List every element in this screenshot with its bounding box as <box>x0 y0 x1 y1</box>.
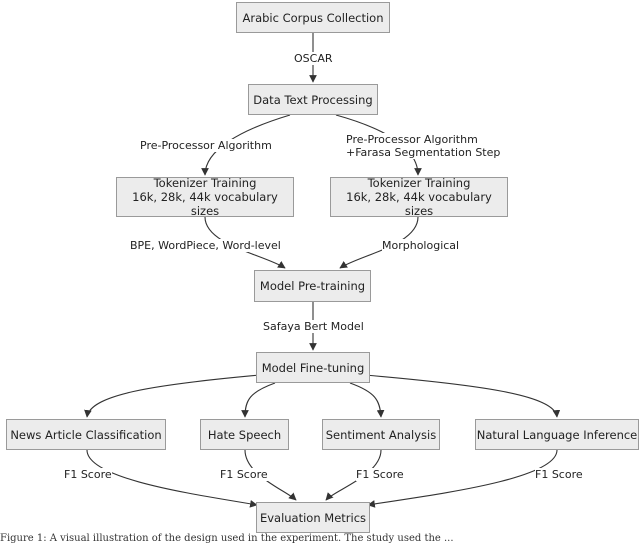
edge-finetune-news <box>84 374 261 418</box>
figure-caption: Figure 1: A visual illustration of the d… <box>0 533 454 544</box>
node-evaluation-metrics: Evaluation Metrics <box>256 502 370 533</box>
edge-label-morphological: Morphological <box>382 239 460 252</box>
edge-finetune-sentiment <box>349 382 385 418</box>
edge-nli-metrics <box>367 449 558 508</box>
node-model-pre-training: Model Pre-training <box>254 270 371 302</box>
edge-finetune-hate <box>241 382 276 418</box>
node-sentiment-analysis: Sentiment Analysis <box>322 419 440 450</box>
node-data-text-processing: Data Text Processing <box>248 84 378 115</box>
node-arabic-corpus-collection: Arabic Corpus Collection <box>236 2 390 33</box>
edge-label-preprocessor-left: Pre-Processor Algorithm <box>140 139 272 152</box>
edge-label-f1-news: F1 Score <box>64 468 112 481</box>
node-natural-language-inference: Natural Language Inference <box>475 419 639 450</box>
edge-label-oscar: OSCAR <box>294 52 333 65</box>
edge-label-bpe-wordpiece: BPE, WordPiece, Word-level <box>130 239 281 252</box>
edge-label-f1-nli: F1 Score <box>535 468 583 481</box>
edge-label-safaya-bert: Safaya Bert Model <box>263 320 364 333</box>
node-hate-speech: Hate Speech <box>200 419 289 450</box>
edge-news-metrics <box>86 449 258 508</box>
edge-label-preprocessor-farasa: Pre-Processor Algorithm +Farasa Segmenta… <box>346 133 501 159</box>
node-model-fine-tuning: Model Fine-tuning <box>256 352 370 383</box>
edge-label-f1-sentiment: F1 Score <box>356 468 404 481</box>
node-tokenizer-training-right: Tokenizer Training 16k, 28k, 44k vocabul… <box>330 176 508 218</box>
edge-finetune-nli <box>364 374 561 418</box>
node-tokenizer-training-left: Tokenizer Training 16k, 28k, 44k vocabul… <box>116 176 294 218</box>
edge-label-f1-hate: F1 Score <box>220 468 268 481</box>
node-news-article-classification: News Article Classification <box>6 419 166 450</box>
